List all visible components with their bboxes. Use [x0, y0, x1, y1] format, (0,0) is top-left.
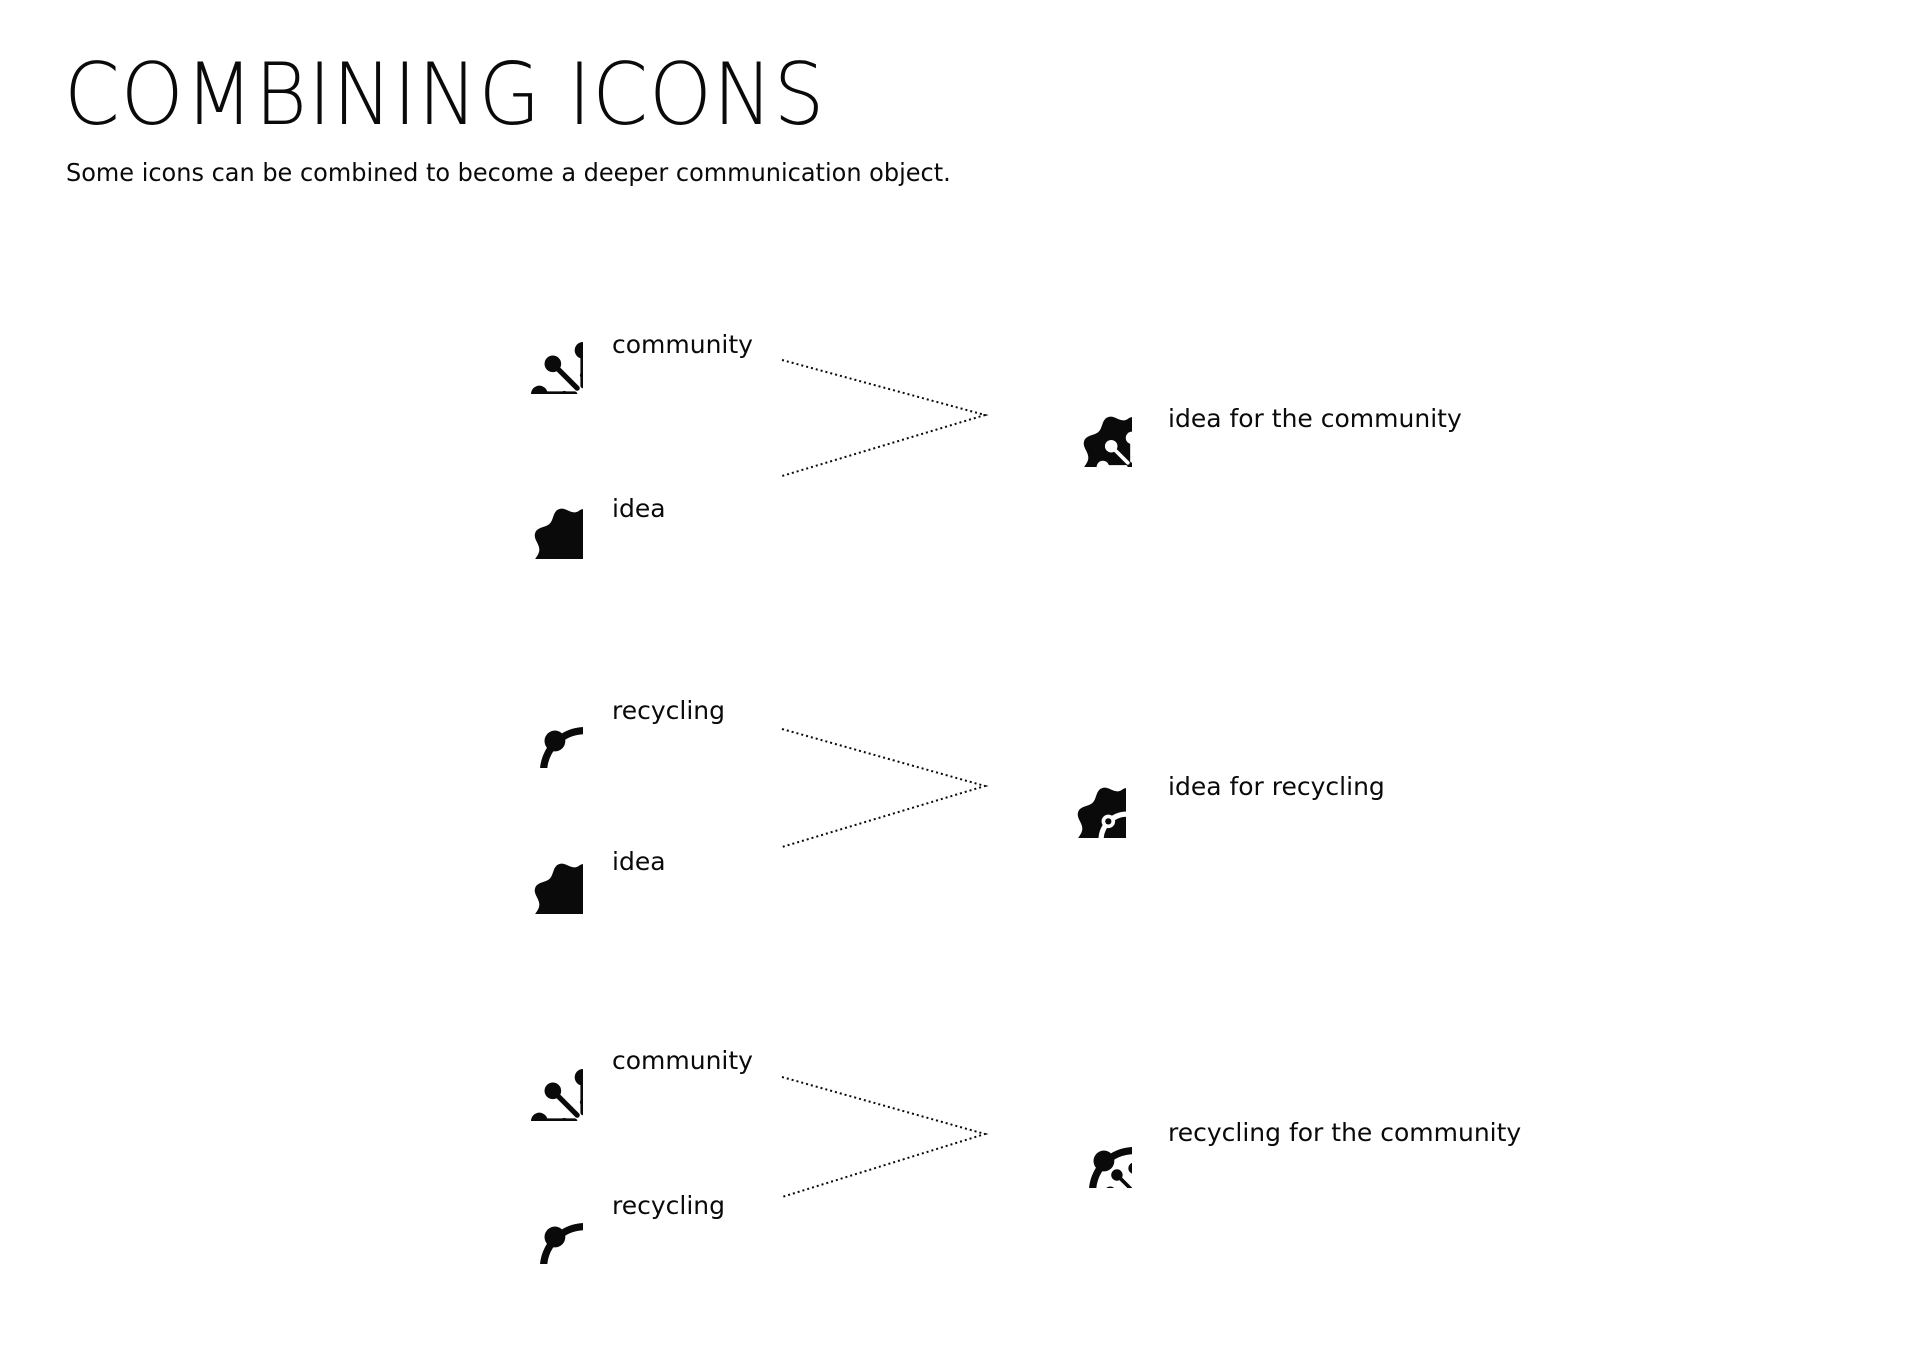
input-label-recycling: recycling	[612, 1191, 726, 1220]
result-label-recycling-for-the-community: recycling for the community	[1168, 1118, 1522, 1147]
recycling-icon	[479, 664, 583, 768]
community-icon	[479, 290, 583, 394]
input-label-idea: idea	[612, 494, 666, 523]
combination-recycling-idea: recycling idea idea for recycling	[0, 664, 1920, 964]
input-label-idea: idea	[612, 847, 666, 876]
input-label-recycling: recycling	[612, 696, 726, 725]
recycling-icon	[479, 1160, 583, 1264]
recycling-community-icon	[1028, 1084, 1132, 1188]
idea-community-icon	[1028, 363, 1132, 467]
page-subtitle: Some icons can be combined to become a d…	[66, 158, 951, 187]
idea-icon	[479, 455, 583, 559]
page-title: COMBINING ICONS	[64, 45, 826, 145]
connector-lines	[781, 359, 989, 477]
result-label-idea-for-the-community: idea for the community	[1168, 404, 1462, 433]
result-label-idea-for-recycling: idea for recycling	[1168, 772, 1385, 801]
connector-lines	[781, 728, 989, 848]
community-icon	[479, 1017, 583, 1121]
combination-community-recycling: community recycling recycling for the co…	[0, 1010, 1920, 1310]
connector-lines	[781, 1076, 989, 1198]
idea-icon	[479, 810, 583, 914]
input-label-community: community	[612, 330, 753, 359]
idea-recycling-icon	[1022, 734, 1126, 838]
input-label-community: community	[612, 1046, 753, 1075]
combination-community-idea: community idea idea for the community	[0, 290, 1920, 590]
